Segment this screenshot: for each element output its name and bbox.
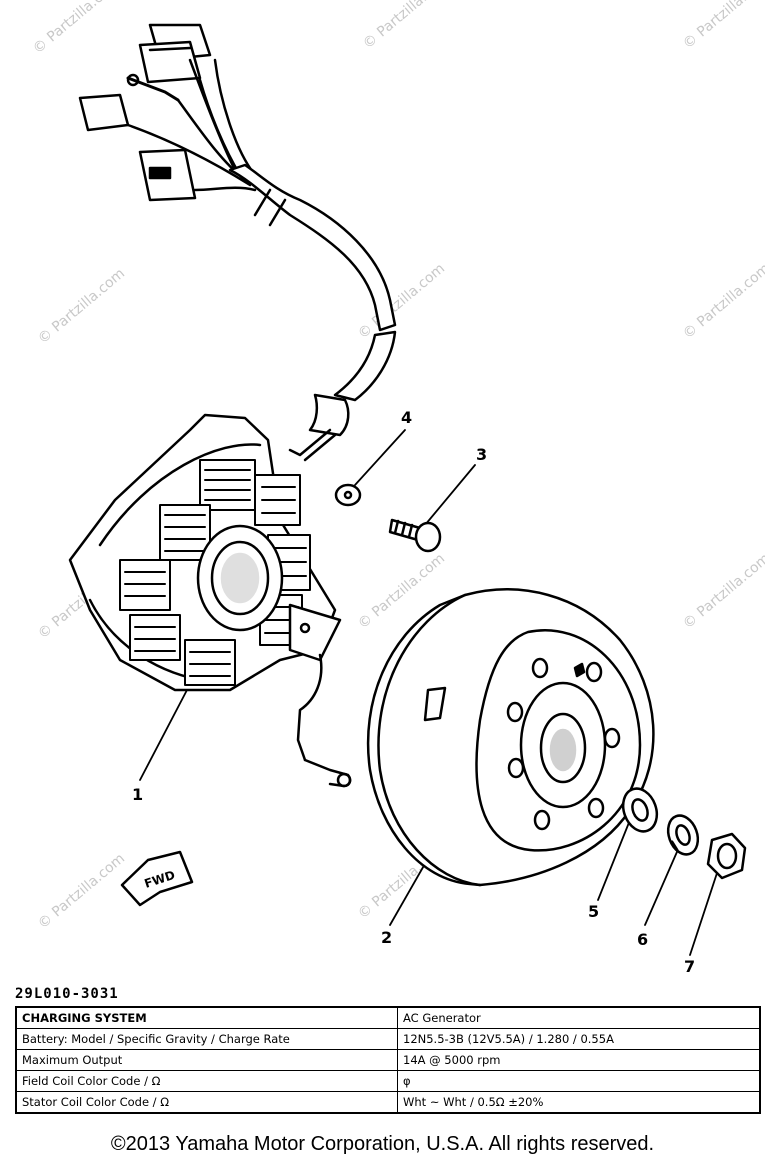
screw-part-3 [388, 518, 442, 553]
lock-washer-part-6 [666, 814, 700, 856]
table-cell: Stator Coil Color Code / Ω [15, 1091, 398, 1114]
callout-4: 4 [401, 408, 413, 427]
wire-harness [78, 23, 397, 462]
callout-6: 6 [637, 930, 649, 949]
charging-system-spec-table: CHARGING SYSTEM AC Generator Battery: Mo… [15, 1006, 761, 1114]
copyright-notice: ©2013 Yamaha Motor Corporation, U.S.A. A… [110, 1133, 655, 1155]
washer-part-5 [621, 787, 659, 833]
callout-5: 5 [588, 902, 600, 921]
table-row: Battery: Model / Specific Gravity / Char… [15, 1028, 761, 1050]
table-cell: Battery: Model / Specific Gravity / Char… [15, 1028, 398, 1050]
table-header-row: CHARGING SYSTEM AC Generator [15, 1006, 761, 1029]
nut-part-7 [706, 832, 747, 880]
callout-2: 2 [381, 928, 393, 947]
washer-part-4 [334, 483, 362, 507]
table-cell: Wht ~ Wht / 0.5Ω ±20% [397, 1091, 761, 1114]
table-cell: 14A @ 5000 rpm [397, 1049, 761, 1071]
table-cell: 12N5.5-3B (12V5.5A) / 1.280 / 0.55A [397, 1028, 761, 1050]
callout-3: 3 [476, 445, 488, 464]
table-row: Stator Coil Color Code / Ω Wht ~ Wht / 0… [15, 1091, 761, 1114]
table-row: Maximum Output 14A @ 5000 rpm [15, 1049, 761, 1071]
part-code: 29L010-3031 [15, 986, 119, 1002]
table-row: Field Coil Color Code / Ω φ [15, 1070, 761, 1092]
table-cell: AC Generator [397, 1006, 761, 1029]
table-cell: φ [397, 1070, 761, 1092]
table-cell: Maximum Output [15, 1049, 398, 1071]
table-cell: CHARGING SYSTEM [15, 1006, 398, 1029]
fwd-arrow-icon: FWD [120, 850, 194, 907]
stator-assembly [68, 413, 352, 788]
flywheel-rotor [366, 588, 655, 887]
callout-1: 1 [132, 785, 144, 804]
callout-7: 7 [684, 957, 696, 976]
table-cell: Field Coil Color Code / Ω [15, 1070, 398, 1092]
exploded-diagram: FWD [68, 23, 747, 956]
